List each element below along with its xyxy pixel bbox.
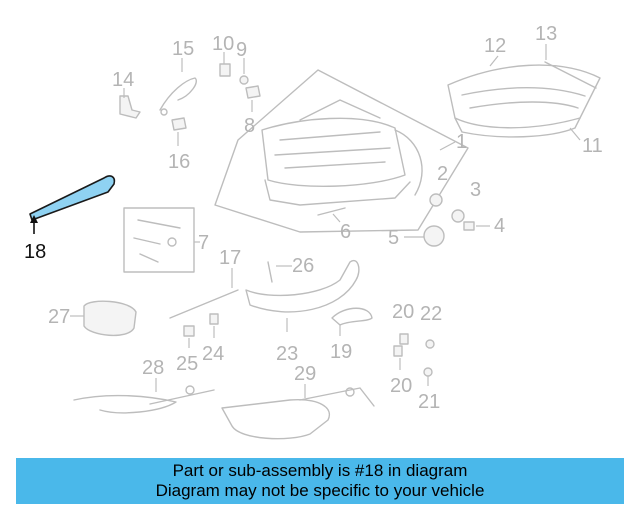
callout-14: 14 [112, 69, 134, 91]
callout-20-top: 20 [392, 301, 414, 323]
callout-1: 1 [456, 131, 467, 153]
knob-2[interactable] [429, 193, 443, 207]
bolt-10[interactable] [219, 63, 231, 77]
recliner-5[interactable] [423, 225, 445, 247]
callout-4: 4 [494, 215, 505, 237]
callout-10: 10 [212, 33, 234, 55]
callout-6: 6 [340, 221, 351, 243]
callout-20-bottom: 20 [390, 375, 412, 397]
callout-29: 29 [294, 363, 316, 385]
screw-20-bottom[interactable] [393, 345, 403, 357]
caption-banner: Part or sub-assembly is #18 in diagram D… [16, 458, 624, 504]
wire-harness-28[interactable] [73, 385, 215, 414]
callout-15: 15 [172, 38, 194, 60]
side-shield-23[interactable] [245, 259, 360, 313]
part-18-trim-cover[interactable] [29, 175, 116, 234]
callout-22: 22 [420, 303, 442, 325]
cushion-wire[interactable] [544, 61, 597, 89]
screw-4[interactable] [463, 221, 475, 231]
caption-line-2: Diagram may not be specific to your vehi… [155, 481, 485, 500]
cable-15[interactable] [159, 77, 197, 116]
spring-6[interactable] [317, 207, 346, 216]
screw-20-top[interactable] [399, 333, 409, 345]
knob-3[interactable] [451, 209, 465, 223]
callout-21: 21 [418, 391, 440, 413]
seat-cushion-pad[interactable] [447, 64, 601, 138]
callout-17: 17 [219, 247, 241, 269]
hardware-kit-7[interactable] [123, 207, 195, 273]
rail-17[interactable] [169, 289, 239, 319]
seat-frame-assembly[interactable] [214, 69, 469, 233]
lever-19[interactable] [331, 307, 373, 326]
callout-16: 16 [168, 151, 190, 173]
caption-line-1: Part or sub-assembly is #18 in diagram [172, 461, 468, 480]
callout-7: 7 [198, 232, 209, 254]
callout-2: 2 [437, 163, 448, 185]
callout-28: 28 [142, 357, 164, 379]
callout-27: 27 [48, 306, 70, 328]
callout-23: 23 [276, 343, 298, 365]
callout-26: 26 [292, 255, 314, 277]
callout-5: 5 [388, 227, 399, 249]
clip-16[interactable] [171, 117, 187, 131]
screw-24[interactable] [209, 313, 219, 325]
callout-3: 3 [470, 179, 481, 201]
wire-harness-29[interactable] [221, 387, 375, 440]
callout-13: 13 [535, 23, 557, 45]
callout-8: 8 [244, 115, 255, 137]
bracket-14[interactable] [119, 95, 141, 119]
cover-27[interactable] [83, 300, 137, 336]
callout-25: 25 [176, 353, 198, 375]
callout-12: 12 [484, 35, 506, 57]
callout-18: 18 [24, 241, 46, 263]
bolt-26[interactable] [267, 261, 273, 283]
callout-19: 19 [330, 341, 352, 363]
clip-25[interactable] [183, 325, 195, 337]
nut-9[interactable] [239, 75, 249, 85]
callout-11: 11 [582, 135, 603, 157]
clip-21[interactable] [423, 367, 433, 377]
clip-8[interactable] [245, 85, 261, 99]
clip-22[interactable] [425, 339, 435, 349]
callout-24: 24 [202, 343, 224, 365]
callout-9: 9 [236, 39, 247, 61]
